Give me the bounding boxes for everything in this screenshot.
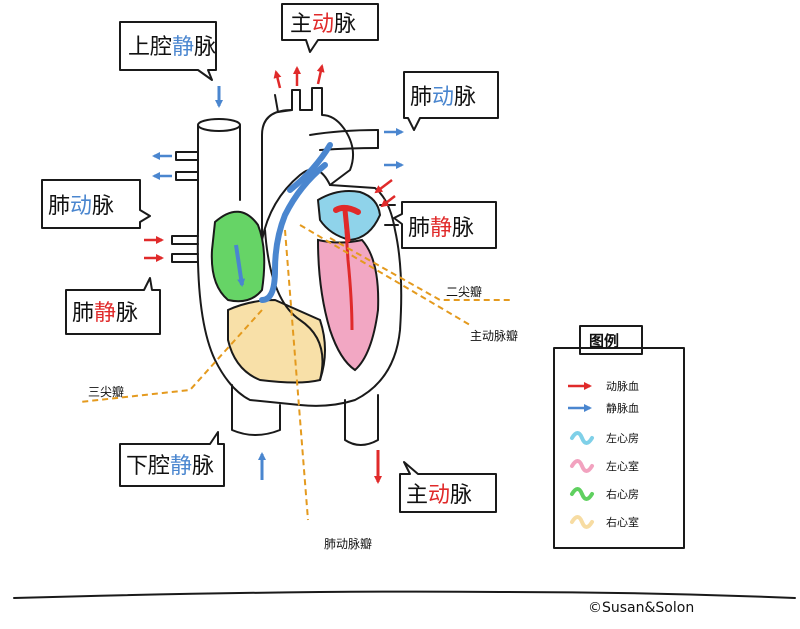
left-atrium [316, 190, 382, 242]
arrow-pv-right-2 [380, 195, 396, 208]
flow-arrows [144, 64, 404, 484]
label-aorta-bottom: 主动脉 [399, 461, 497, 513]
legend: 图例 动脉血 静脉血 左心房 左心室 右心房 右心室 [553, 325, 685, 549]
label-pulmonary-vein-left: 肺静脉 [65, 277, 161, 335]
ground-line [13, 590, 796, 599]
label-pulmonary-valve: 肺动脉瓣 [324, 536, 372, 551]
svg-text:左心房: 左心房 [606, 432, 639, 445]
label-aortic-valve: 主动脉瓣 [470, 328, 518, 343]
label-aorta-top: 主动脉 [281, 3, 379, 53]
label-mitral-valve: 二尖瓣 [446, 285, 482, 299]
svg-text:右心室: 右心室 [606, 515, 639, 529]
valve-leaders [79, 224, 510, 521]
arrow-aorta-up-1 [273, 70, 282, 89]
svg-text:右心房: 右心房 [606, 487, 639, 501]
svg-text:肺静脉: 肺静脉 [408, 216, 474, 241]
legend-item-vein: 静脉血 [568, 401, 639, 415]
heart-chambers [210, 190, 382, 384]
svg-text:静脉血: 静脉血 [606, 401, 639, 415]
label-pulmonary-vein-right: 肺静脉 [393, 201, 497, 249]
arrow-aorta-up-3 [316, 64, 325, 85]
svg-text:左心室: 左心室 [606, 459, 639, 473]
credit: ©Susan&Solon [588, 600, 694, 616]
label-superior-vena-cava: 上腔静脉 [119, 21, 217, 81]
legend-item-right-ventricle: 右心室 [570, 515, 639, 529]
legend-item-left-atrium: 左心房 [570, 431, 639, 445]
legend-item-right-atrium: 右心房 [570, 487, 639, 501]
svg-text:动脉血: 动脉血 [606, 379, 639, 393]
svg-text:主动脉: 主动脉 [406, 483, 472, 508]
arrow-pv-right-1 [374, 179, 393, 194]
svg-text:肺动脉: 肺动脉 [48, 194, 114, 219]
label-tricuspid-valve: 三尖瓣 [88, 385, 124, 399]
blood-flow [234, 142, 361, 331]
legend-item-left-ventricle: 左心室 [570, 459, 639, 473]
svg-text:肺静脉: 肺静脉 [72, 301, 138, 326]
legend-title: 图例 [589, 332, 619, 350]
right-ventricle [227, 298, 326, 384]
label-pulmonary-artery-right: 肺动脉 [403, 71, 499, 131]
label-pulmonary-artery-left: 肺动脉 [41, 179, 151, 229]
svg-text:下腔静脉: 下腔静脉 [126, 454, 214, 479]
svg-text:肺动脉: 肺动脉 [410, 85, 476, 110]
left-ventricle [316, 238, 380, 372]
svg-text:上腔静脉: 上腔静脉 [128, 35, 216, 60]
svg-text:主动脉: 主动脉 [290, 12, 356, 37]
legend-item-artery: 动脉血 [568, 379, 639, 393]
label-inferior-vena-cava: 下腔静脉 [119, 431, 225, 487]
